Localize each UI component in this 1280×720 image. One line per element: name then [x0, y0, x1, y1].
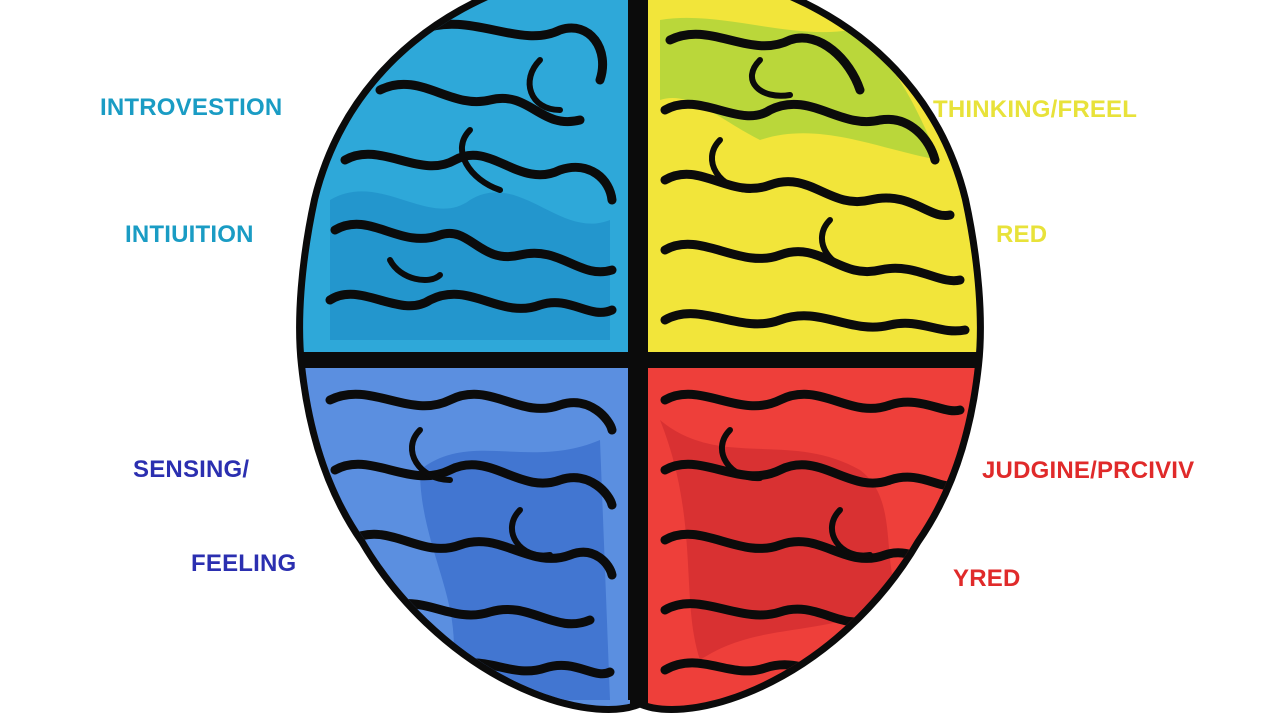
- label-bottom-left-1: SENSING/: [133, 456, 250, 483]
- horizontal-divide: [300, 352, 980, 368]
- label-bottom-left-2: FEELING: [191, 550, 297, 577]
- label-top-right-1: THINKING/FREEL: [933, 96, 1138, 123]
- label-top-left-1: INTROVESTION: [100, 94, 283, 121]
- label-top-right-2: RED: [996, 221, 1048, 248]
- label-bottom-right-1: JUDGINE/PRCIVIV: [982, 457, 1195, 484]
- central-fissure: [628, 0, 648, 700]
- label-bottom-right-2: YRED: [953, 565, 1021, 592]
- label-top-left-2: INTIUITION: [125, 221, 254, 248]
